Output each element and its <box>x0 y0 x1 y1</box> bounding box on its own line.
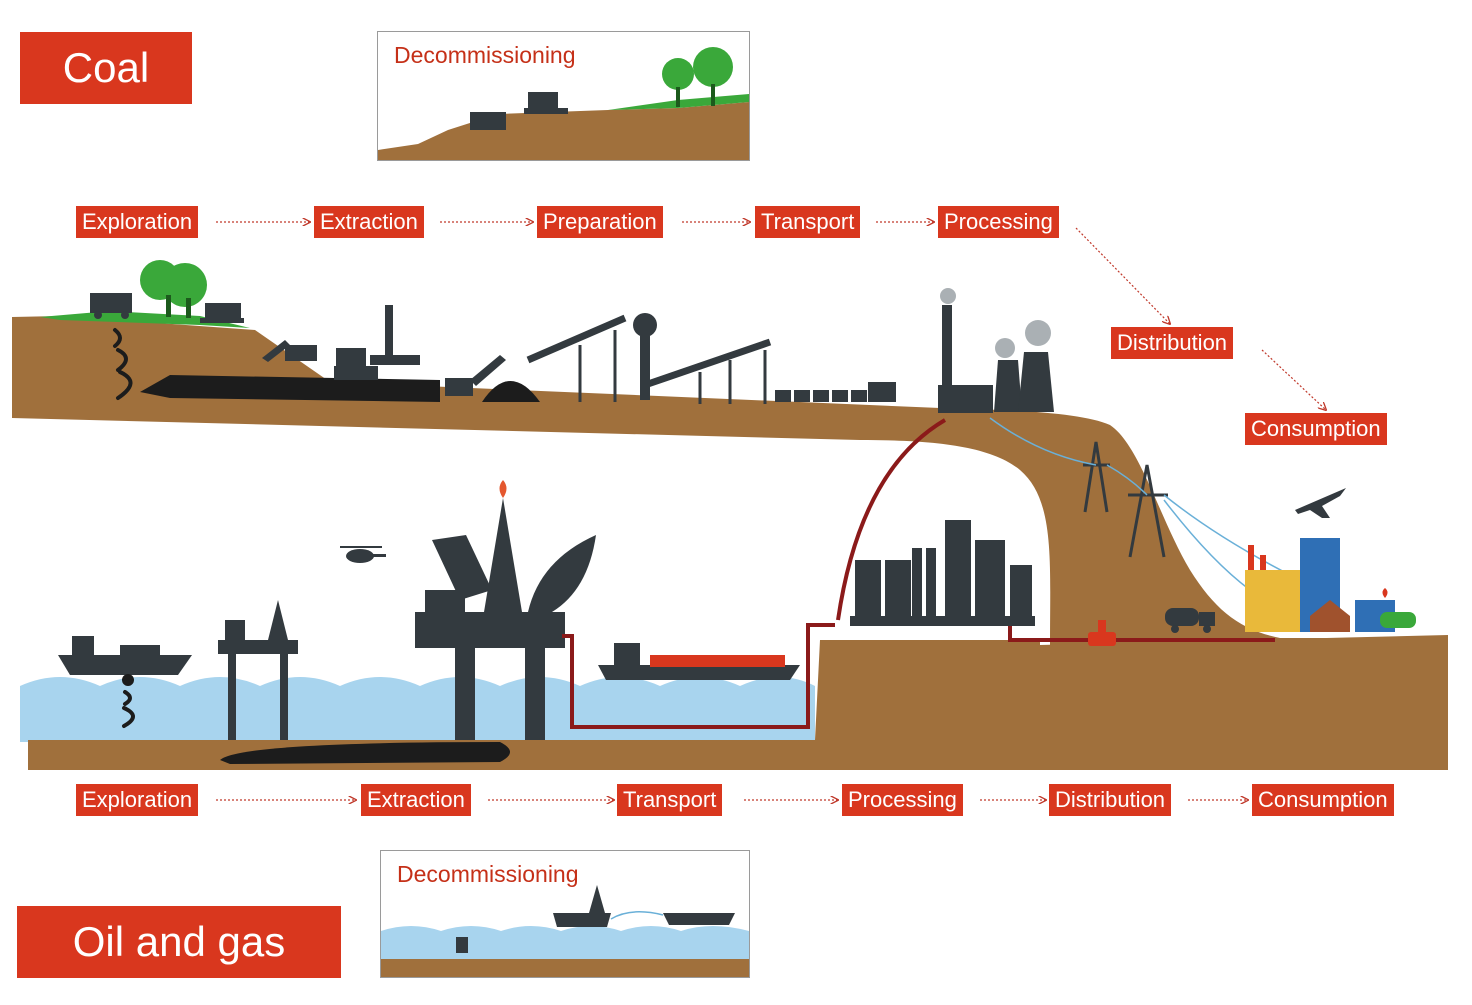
coal-stage-extraction: Extraction <box>314 206 424 238</box>
oil-decommissioning-label: Decommissioning <box>397 861 579 887</box>
oil-ground <box>28 635 1448 770</box>
oil-stage-processing: Processing <box>842 784 963 816</box>
coal-stage-transport: Transport <box>755 206 861 238</box>
oil-reservoir <box>220 742 510 764</box>
jacket-platform <box>218 600 298 740</box>
city <box>1245 538 1416 632</box>
pylons <box>1083 441 1168 558</box>
oil-decommissioning-scene <box>381 885 749 977</box>
coal-title: Coal <box>20 32 192 104</box>
coal-machinery <box>90 293 540 402</box>
coal-ground <box>12 316 1440 645</box>
flare <box>499 480 507 498</box>
coal-seam <box>140 375 440 402</box>
refinery <box>850 520 1035 626</box>
helicopter <box>340 546 386 563</box>
trees <box>140 260 207 318</box>
headframe <box>633 313 657 400</box>
airplane <box>1295 488 1346 518</box>
power-plant <box>938 305 1054 413</box>
fuel-truck <box>1165 608 1215 633</box>
oil-seismic-waves <box>122 674 135 728</box>
coal-stage-exploration: Exploration <box>76 206 199 238</box>
conveyor-supports <box>578 330 767 404</box>
sea <box>20 677 815 742</box>
grass-strip <box>40 311 250 328</box>
pipeline <box>562 418 1275 729</box>
coal-train <box>775 382 896 402</box>
coal-decommissioning-label: Decommissioning <box>394 42 576 68</box>
oil-stage-extraction: Extraction <box>361 784 471 816</box>
coal-stage-consumption: Consumption <box>1245 413 1387 445</box>
coal-seismic-waves <box>113 328 133 400</box>
coal-stage-processing: Processing <box>938 206 1059 238</box>
coal-stage-preparation: Preparation <box>537 206 663 238</box>
tanker-ship <box>598 643 800 680</box>
oil-stage-distribution: Distribution <box>1049 784 1172 816</box>
oil-gas-title: Oil and gas <box>17 906 341 978</box>
conveyors <box>526 314 772 389</box>
smoke <box>940 288 1051 358</box>
oil-stage-consumption: Consumption <box>1252 784 1394 816</box>
coal-decommissioning-panel: Decommissioning <box>377 31 750 161</box>
oil-decommissioning-panel: Decommissioning <box>380 850 750 978</box>
coal-decommissioning-scene <box>378 47 749 160</box>
valve <box>1088 620 1116 646</box>
oil-stage-exploration: Exploration <box>76 784 199 816</box>
oil-stage-transport: Transport <box>617 784 723 816</box>
coal-stage-distribution: Distribution <box>1111 327 1234 359</box>
survey-ship <box>58 636 192 675</box>
drilling-rig <box>415 498 596 740</box>
coal-flow-arrows <box>216 222 1326 410</box>
